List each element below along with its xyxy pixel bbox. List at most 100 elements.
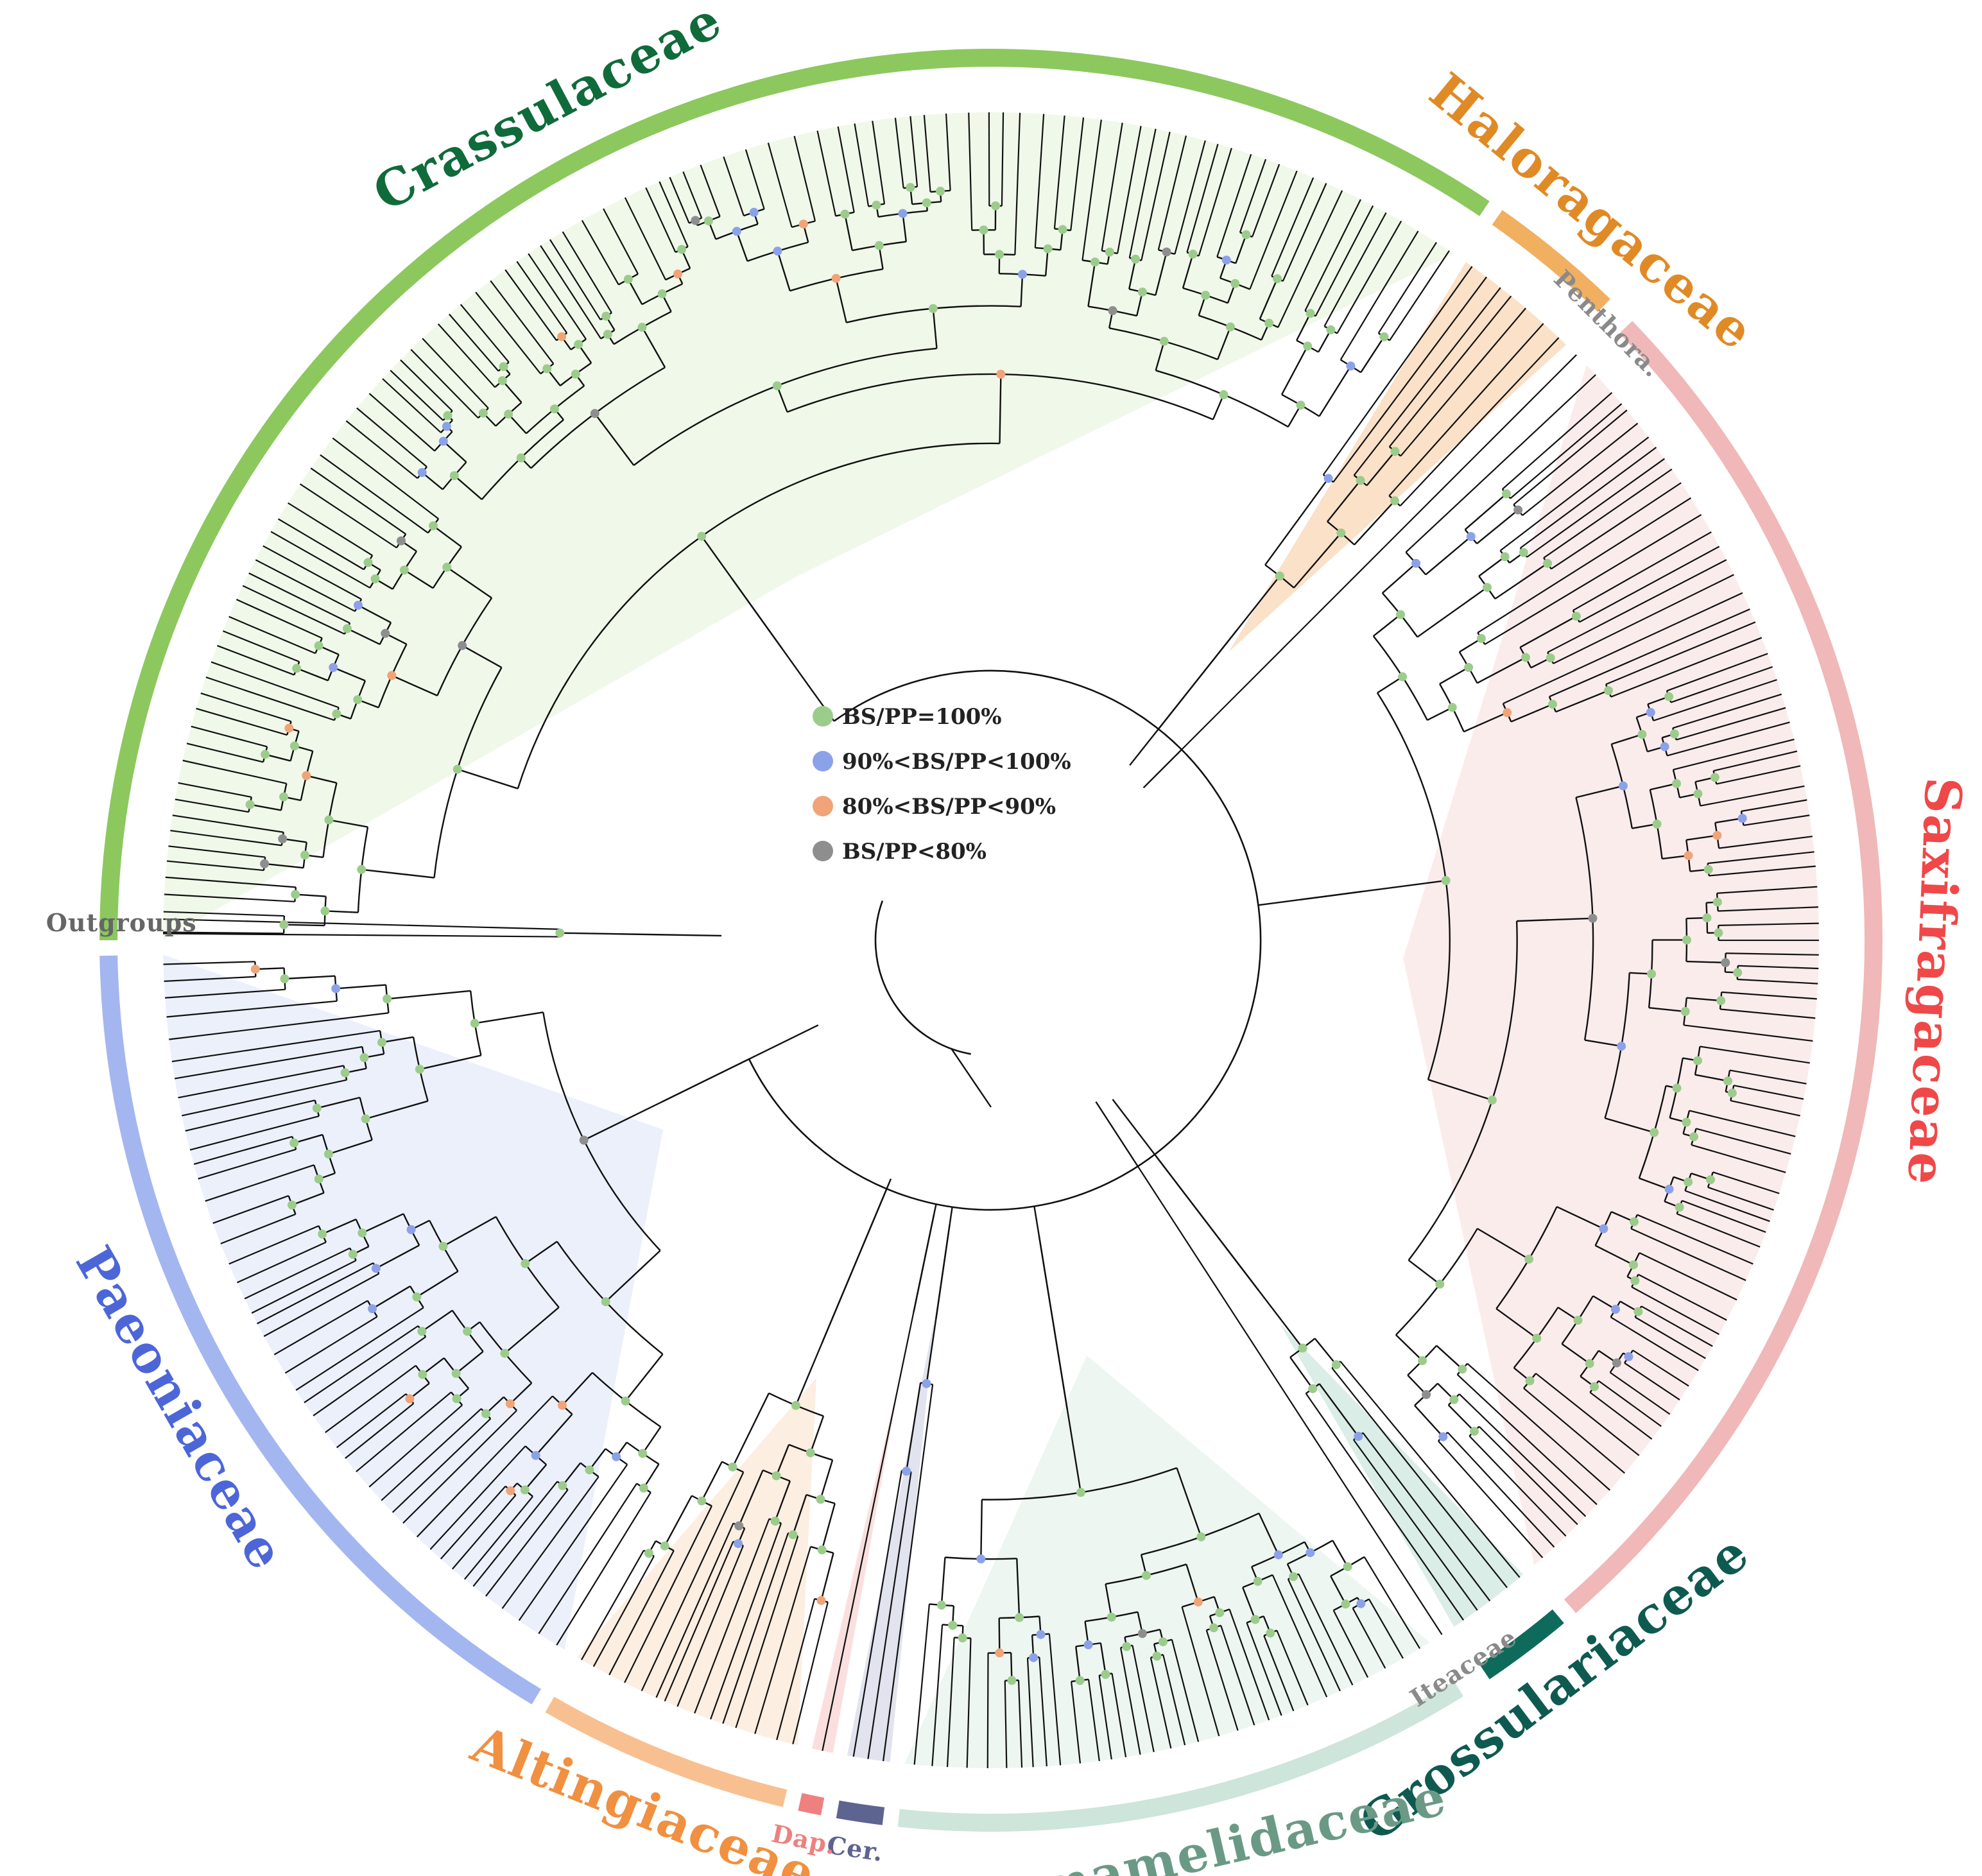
tip-branch bbox=[1639, 1252, 1737, 1301]
support-node bbox=[284, 723, 294, 733]
tip-branch bbox=[299, 483, 397, 549]
internal-branch bbox=[1427, 1079, 1493, 1101]
support-node bbox=[332, 709, 341, 719]
support-node bbox=[417, 1327, 427, 1336]
tip-branch bbox=[1707, 851, 1814, 865]
support-node bbox=[1521, 653, 1530, 662]
support-node bbox=[1296, 400, 1306, 410]
tip-branch bbox=[1053, 116, 1065, 229]
support-node bbox=[1336, 528, 1346, 538]
support-node bbox=[806, 1448, 815, 1458]
support-node bbox=[302, 771, 311, 780]
support-node bbox=[704, 216, 713, 226]
support-node bbox=[1396, 610, 1405, 619]
tip-branch bbox=[1733, 1085, 1804, 1100]
support-node bbox=[1007, 1676, 1017, 1685]
support-node bbox=[1341, 1599, 1350, 1609]
support-node bbox=[732, 227, 741, 236]
tip-branch bbox=[1388, 295, 1512, 447]
internal-branch bbox=[1425, 536, 1472, 576]
tip-branch bbox=[1725, 952, 1819, 956]
tip-branch bbox=[228, 1225, 320, 1265]
support-node bbox=[381, 628, 390, 638]
support-node bbox=[1230, 279, 1240, 288]
support-node bbox=[1617, 1042, 1626, 1051]
support-node bbox=[452, 1394, 461, 1404]
support-node bbox=[405, 1394, 415, 1404]
tip-branch bbox=[1610, 637, 1762, 698]
internal-branch bbox=[1258, 1290, 1304, 1349]
support-node bbox=[817, 1545, 827, 1554]
support-node bbox=[1356, 1599, 1366, 1608]
internal-branch bbox=[1648, 1007, 1685, 1013]
internal-branch bbox=[1576, 785, 1624, 798]
tip-branch bbox=[217, 644, 295, 676]
ring-segment bbox=[99, 955, 542, 1705]
internal-branch bbox=[642, 1463, 660, 1489]
tip-branch bbox=[1709, 865, 1816, 877]
support-node bbox=[1441, 876, 1451, 885]
support-node bbox=[1107, 1612, 1116, 1622]
tip-branch bbox=[475, 291, 542, 375]
internal-branch bbox=[1694, 1074, 1728, 1082]
support-node bbox=[874, 241, 884, 250]
support-node bbox=[1604, 686, 1613, 695]
support-node bbox=[1664, 1184, 1674, 1194]
internal-branch bbox=[446, 566, 492, 599]
support-node bbox=[443, 411, 452, 420]
internal-branch bbox=[329, 819, 368, 828]
tip-branch bbox=[222, 630, 300, 663]
support-node bbox=[1672, 779, 1682, 788]
support-node bbox=[601, 311, 611, 321]
tip-branch bbox=[1624, 1362, 1680, 1400]
internal-branch bbox=[1105, 1583, 1112, 1617]
support-node bbox=[1411, 558, 1421, 568]
tip-branch bbox=[776, 1598, 816, 1741]
tip-branch bbox=[882, 1384, 934, 1762]
internal-branch bbox=[347, 628, 381, 646]
legend-label: BS/PP=100% bbox=[842, 704, 1002, 730]
support-node bbox=[289, 1138, 299, 1148]
support-node bbox=[928, 304, 938, 313]
internal-branch bbox=[844, 214, 853, 251]
backbone-branch bbox=[821, 1188, 888, 1344]
tip-branch bbox=[263, 1273, 379, 1338]
support-node bbox=[1323, 474, 1333, 483]
tip-branch bbox=[1137, 1166, 1443, 1635]
tip-branch bbox=[166, 1000, 337, 1018]
tip-branch bbox=[837, 126, 855, 213]
tip-branch bbox=[852, 1470, 902, 1757]
internal-branch bbox=[1296, 313, 1311, 341]
tip-branch bbox=[1637, 1273, 1727, 1321]
support-node bbox=[442, 422, 451, 431]
legend-item: BS/PP=100% bbox=[813, 704, 1002, 730]
support-node bbox=[1122, 1642, 1132, 1651]
internal-branch bbox=[504, 1307, 560, 1354]
tip-branch bbox=[163, 918, 560, 930]
tip-branch bbox=[368, 1404, 463, 1488]
ring-segment bbox=[897, 1681, 1464, 1832]
internal-branch bbox=[1185, 1563, 1199, 1603]
tip-branch bbox=[1716, 765, 1801, 785]
support-node bbox=[1612, 1358, 1621, 1368]
support-node bbox=[1142, 1571, 1151, 1580]
support-node bbox=[550, 404, 559, 414]
tip-branch bbox=[1609, 1372, 1671, 1415]
ring-segment bbox=[545, 1696, 788, 1807]
support-node bbox=[1131, 254, 1141, 264]
support-node bbox=[343, 624, 352, 633]
support-node bbox=[1682, 1117, 1691, 1127]
tip-branch bbox=[1717, 886, 1818, 894]
tip-branch bbox=[1070, 117, 1085, 231]
tip-branch bbox=[1014, 112, 1021, 255]
phylogenetic-tree bbox=[163, 112, 1820, 1768]
support-node bbox=[1689, 1132, 1698, 1142]
support-node bbox=[979, 225, 988, 235]
internal-branch bbox=[792, 1494, 807, 1535]
internal-branch bbox=[1555, 689, 1609, 713]
tip-branch bbox=[270, 531, 371, 589]
support-node bbox=[1193, 1597, 1203, 1607]
support-node bbox=[279, 792, 288, 802]
internal-branch bbox=[1354, 500, 1395, 546]
tip-branch bbox=[1543, 469, 1673, 559]
